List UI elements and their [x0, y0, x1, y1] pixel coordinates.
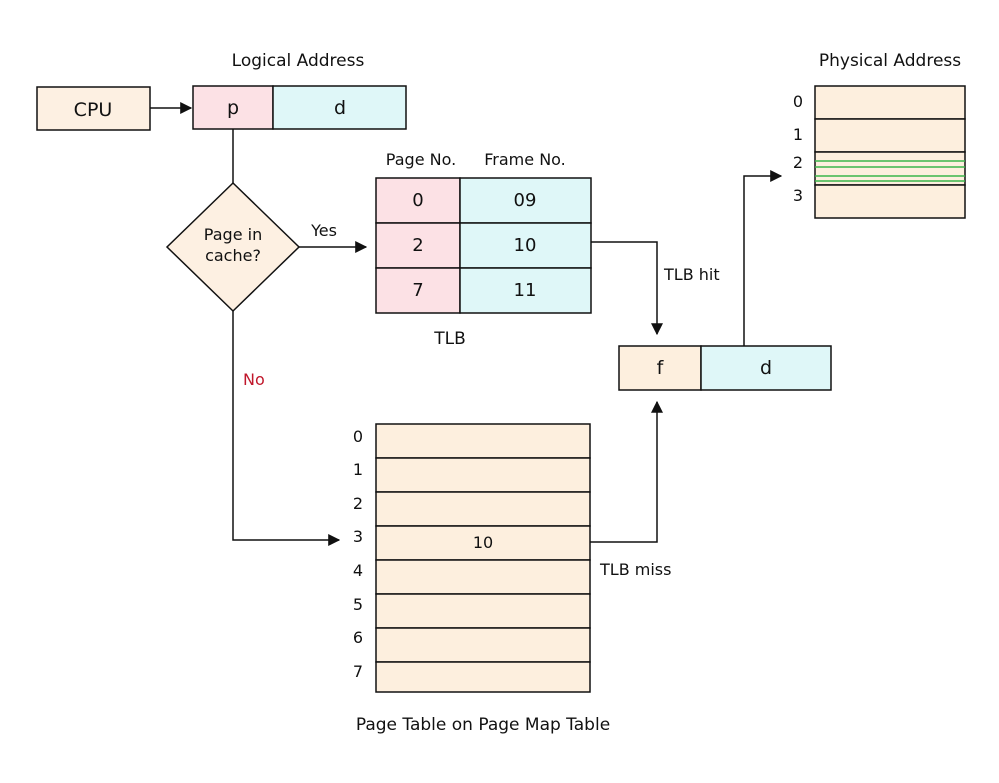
physical-offset-label: d	[760, 357, 772, 379]
page-table-index: 0	[353, 427, 363, 446]
page-table-title: Page Table on Page Map Table	[356, 715, 610, 735]
tlb-page-header: Page No.	[386, 150, 456, 169]
page-table-row	[375, 423, 591, 459]
tlb-row: 7 11	[375, 267, 592, 314]
tlb-frame-cell: 11	[514, 280, 537, 301]
logical-address-title: Logical Address	[232, 51, 365, 71]
page-table-row	[375, 457, 591, 493]
tlb-title: TLB	[433, 329, 466, 349]
tlb-row: 0 09	[375, 177, 592, 224]
no-path	[232, 311, 341, 546]
tlb-page-cell: 2	[412, 235, 423, 256]
page-table-index: 1	[353, 460, 363, 479]
physical-address-register: f d	[618, 345, 832, 391]
page-table-row	[375, 491, 591, 527]
tlb-miss-path	[590, 400, 663, 543]
offset-label: d	[334, 97, 346, 119]
page-number-field	[192, 85, 274, 130]
tlb-hit-label: TLB hit	[663, 265, 720, 284]
tlb-frame-header: Frame No.	[484, 150, 566, 169]
decision-line1: Page in	[204, 225, 262, 244]
tlb-frame-cell: 09	[514, 190, 537, 211]
page-table-row	[375, 559, 591, 595]
page-table-index: 2	[353, 494, 363, 513]
logical-address-register: p d	[192, 85, 407, 130]
offset-field	[272, 85, 407, 130]
cpu-box: CPU	[36, 86, 151, 131]
memory-frame-index: 3	[793, 186, 803, 205]
memory-frame-1	[814, 118, 966, 153]
memory-frame-0	[814, 85, 966, 120]
tlb-table: 0 09 2 10 7 11	[375, 177, 592, 314]
memory-frame-index: 1	[793, 125, 803, 144]
physical-offset-field	[700, 345, 832, 391]
physical-memory: 0 1 2 3	[793, 85, 966, 219]
tlb-hit-path	[591, 241, 663, 336]
decision-line2: cache?	[205, 246, 261, 265]
page-table-row	[375, 661, 591, 693]
page-in-cache-decision: Page in cache?	[165, 181, 301, 313]
to-physical-memory-arrow	[743, 170, 783, 346]
tlb-miss-label: TLB miss	[599, 560, 671, 579]
page-table-index: 5	[353, 595, 363, 614]
page-table-index: 3	[353, 527, 363, 546]
page-table-index: 4	[353, 561, 363, 580]
page-table: 0 1 2 3 4 5 6 7 10	[353, 423, 591, 693]
tlb-frame-cell: 10	[514, 235, 537, 256]
tlb-row: 2 10	[375, 222, 592, 269]
frame-number-label: f	[657, 357, 665, 379]
memory-frame-index: 0	[793, 92, 803, 111]
yes-label: Yes	[310, 221, 337, 240]
page-table-index: 7	[353, 662, 363, 681]
tlb-page-cell: 7	[412, 280, 423, 301]
memory-frame-3	[814, 184, 966, 219]
memory-frame-2	[814, 151, 966, 186]
page-table-row	[375, 627, 591, 663]
page-table-row	[375, 525, 591, 561]
page-table-index: 6	[353, 628, 363, 647]
page-number-label: p	[227, 97, 239, 119]
frame-number-field	[618, 345, 702, 391]
memory-frame-index: 2	[793, 153, 803, 172]
physical-address-title: Physical Address	[819, 51, 961, 71]
page-table-entry-value: 10	[473, 533, 493, 552]
page-table-row	[375, 593, 591, 629]
cpu-label: CPU	[74, 99, 113, 121]
tlb-page-cell: 0	[412, 190, 423, 211]
no-label: No	[243, 370, 265, 389]
